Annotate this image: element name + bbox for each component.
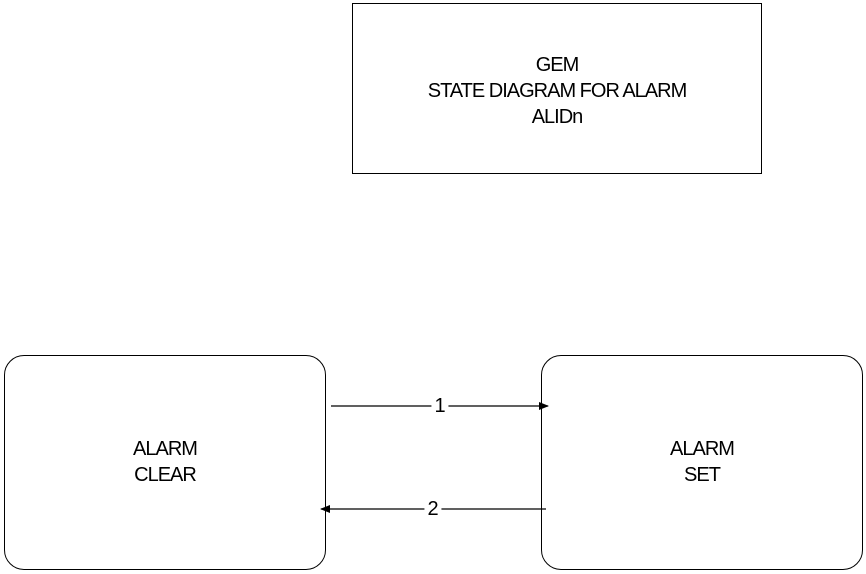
title-line-alid: ALIDn xyxy=(532,104,583,130)
state-alarm-clear-label: ALARM CLEAR xyxy=(133,436,197,488)
title-line-gem: GEM xyxy=(536,52,579,78)
state-alarm-clear-line-2: CLEAR xyxy=(133,462,197,488)
transition-1-label: 1 xyxy=(431,396,448,416)
state-alarm-set: ALARM SET xyxy=(541,355,863,570)
diagram-title-box: GEM STATE DIAGRAM FOR ALARM ALIDn xyxy=(352,3,762,174)
state-alarm-clear: ALARM CLEAR xyxy=(4,355,326,570)
state-alarm-set-line-1: ALARM xyxy=(670,436,734,462)
state-alarm-clear-line-1: ALARM xyxy=(133,436,197,462)
title-line-state-diagram: STATE DIAGRAM FOR ALARM xyxy=(428,78,687,104)
transition-2-label: 2 xyxy=(424,499,441,519)
state-alarm-set-line-2: SET xyxy=(670,462,734,488)
state-alarm-set-label: ALARM SET xyxy=(670,436,734,488)
